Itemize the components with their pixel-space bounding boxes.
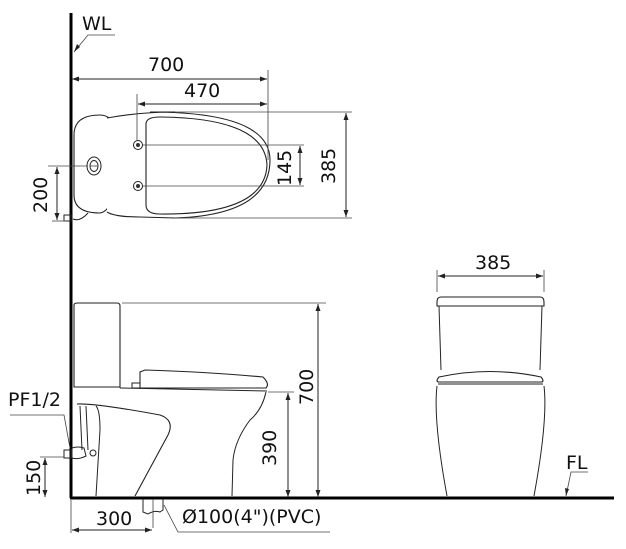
wl-label: WL bbox=[82, 13, 112, 35]
fl-label: FL bbox=[566, 452, 588, 474]
dim-top-700: 700 bbox=[148, 54, 184, 76]
top-view: 700 470 145 385 200 bbox=[30, 54, 352, 222]
dim-top-200: 200 bbox=[30, 177, 52, 213]
wall-line-label: WL bbox=[73, 13, 115, 53]
dim-front-385: 385 bbox=[475, 252, 511, 274]
drain-label: Ø100(4")(PVC) bbox=[182, 506, 321, 528]
dim-side-300: 300 bbox=[96, 508, 132, 530]
side-view: 700 390 150 300 PF1/2 Ø100(4")(PVC) bbox=[8, 302, 330, 533]
dim-top-470: 470 bbox=[184, 80, 220, 102]
pf-label: PF1/2 bbox=[8, 389, 61, 411]
dim-side-700: 700 bbox=[296, 369, 318, 405]
dim-side-390: 390 bbox=[259, 430, 281, 466]
front-view: 385 FL bbox=[435, 252, 588, 497]
dim-top-145: 145 bbox=[274, 150, 296, 186]
dim-side-150: 150 bbox=[23, 460, 45, 496]
dim-top-385: 385 bbox=[318, 148, 340, 184]
